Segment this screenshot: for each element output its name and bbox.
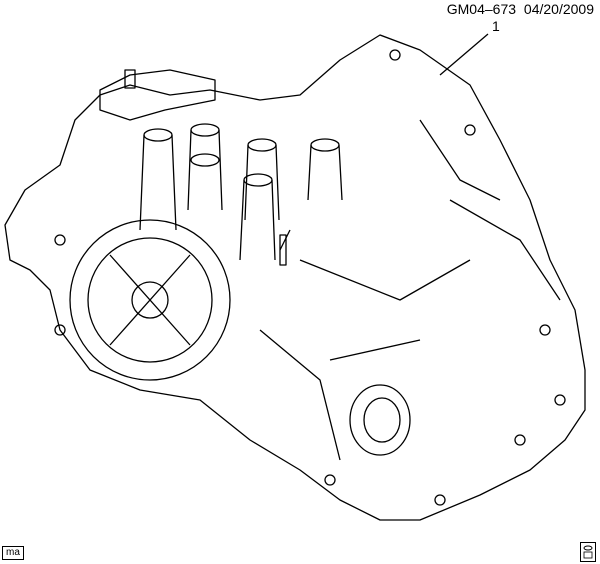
callout-leader-line bbox=[439, 33, 489, 76]
converter-spokes bbox=[109, 254, 191, 346]
callout-1[interactable]: 1 bbox=[492, 18, 500, 34]
output-shaft-seal bbox=[349, 384, 411, 456]
case-ribs bbox=[259, 119, 561, 461]
valve-towers bbox=[139, 123, 343, 261]
drawing-id: GM04–673 bbox=[446, 1, 517, 17]
case-bolts bbox=[54, 49, 566, 506]
manual-book-icon bbox=[580, 542, 596, 562]
converter-ring bbox=[87, 237, 213, 363]
torque-converter-housing bbox=[69, 219, 231, 381]
connector bbox=[124, 69, 136, 89]
control-module bbox=[99, 69, 216, 121]
seal-inner bbox=[363, 397, 401, 443]
vent-fitting bbox=[279, 234, 287, 266]
transmission-case bbox=[4, 34, 586, 521]
diagram-header: GM04–673 04/20/2009 bbox=[447, 1, 594, 17]
artist-tag: ma bbox=[2, 546, 24, 560]
converter-hub bbox=[131, 281, 169, 319]
drawing-date: 04/20/2009 bbox=[523, 1, 594, 17]
